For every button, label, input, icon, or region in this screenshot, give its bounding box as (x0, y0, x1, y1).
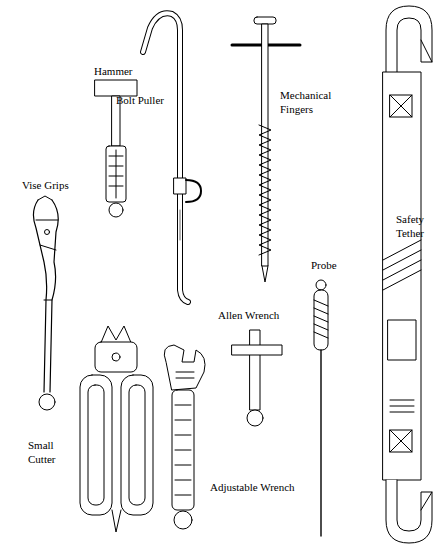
tether-tag-bottom-x (390, 430, 412, 452)
tether-tag-top-x (390, 95, 412, 117)
cutter-head (95, 342, 137, 372)
finger-tip (262, 266, 268, 282)
hammer-grip (106, 146, 126, 202)
tether-tag-bottom (390, 430, 412, 452)
tool-label: Hammer (94, 64, 144, 78)
mechanical-fingers-drawing (232, 17, 300, 282)
wrench-worm (176, 372, 194, 378)
wrench-ring (174, 511, 192, 529)
probe-ring (316, 280, 326, 290)
vise-lower-handle (50, 200, 58, 392)
probe-grip-hatch (314, 300, 328, 338)
allen-wrench-drawing (232, 330, 282, 426)
tether-tag-top (390, 95, 412, 117)
tether-bottom-hook (386, 480, 432, 543)
finger-spring (259, 125, 271, 255)
plunger-knob (254, 17, 276, 24)
tool-label: Bolt Puller (116, 93, 186, 107)
cutter-tips (112, 510, 121, 532)
cutter-left-handle (80, 375, 112, 515)
tether-bottom-gate (421, 492, 432, 510)
tether-strap (383, 72, 421, 480)
allen-arm (232, 345, 282, 355)
vise-adjust-screw (45, 230, 50, 235)
tool-label: Allen Wrench (218, 308, 298, 322)
tool-label: Vise Grips (22, 178, 82, 192)
tool-label: Adjustable Wrench (210, 480, 320, 494)
hammer-head (95, 80, 137, 96)
tether-top-hook (386, 6, 432, 72)
cutter-right-handle (121, 375, 153, 515)
tool-label: Mechanical Fingers (280, 88, 340, 116)
grip-lines (109, 150, 123, 198)
vise-jaw-lines (36, 196, 58, 300)
vise-grips-drawing (33, 196, 58, 410)
bolt-puller-fill (143, 13, 188, 302)
tether-top-gate (421, 40, 432, 62)
bolt-puller-marks (180, 210, 181, 240)
probe-rod (320, 350, 321, 536)
cutter-right-inner (129, 385, 145, 505)
bolt-puller-clamp (174, 178, 186, 194)
bolt-puller-drawing (143, 13, 201, 302)
small-cutter-drawing (80, 326, 153, 532)
cutter-left-inner (88, 385, 104, 505)
bolt-puller-loop (186, 180, 201, 202)
vise-upper-handle (33, 200, 46, 392)
tether-stitching (390, 400, 414, 412)
wrench-handle (172, 390, 194, 510)
bolt-puller-outline (143, 13, 188, 302)
wrench-grip-ridges (175, 405, 191, 495)
probe-grip (314, 290, 328, 350)
adjustable-wrench-drawing (164, 345, 205, 529)
cutter-pivot (112, 353, 120, 361)
tool-label: Probe (311, 258, 351, 272)
safety-tether-drawing (383, 6, 432, 543)
tether-label-panel (388, 320, 416, 360)
hammer-ring (109, 203, 123, 217)
tether-stripes (383, 240, 421, 290)
tool-label: Small Cutter (28, 438, 68, 466)
allen-ring (247, 410, 263, 426)
wrench-head (164, 345, 205, 390)
probe-drawing (314, 280, 328, 536)
tool-label: Safety Tether (396, 212, 440, 240)
finger-tube (262, 24, 268, 266)
allen-shaft (250, 330, 260, 410)
vise-ring (39, 394, 55, 410)
